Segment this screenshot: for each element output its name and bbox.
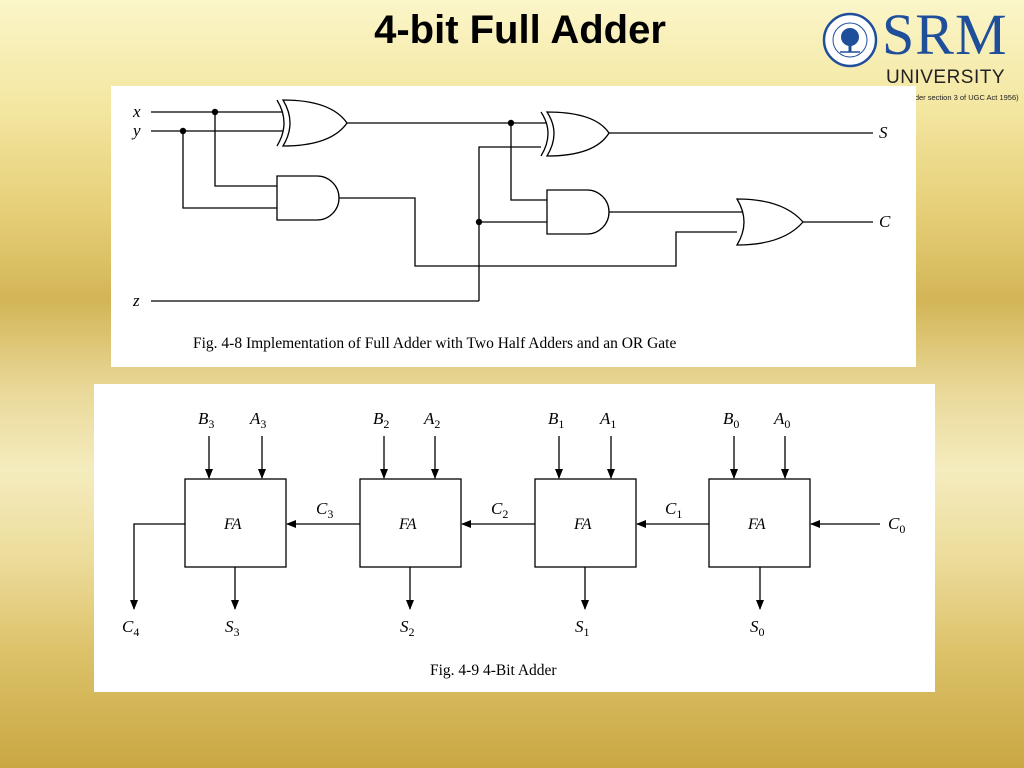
junction-dot [211,108,219,116]
input-label-a1: A1 [599,409,616,431]
fa-label-1: FA [573,516,592,533]
carry-label-c1: C1 [665,499,682,521]
logo-subtitle: UNIVERSITY [886,67,1006,88]
xor2-gate [545,111,610,157]
input-label-b0: B0 [723,409,739,431]
input-label-b1: B1 [548,409,564,431]
output-label-s0: S0 [750,617,765,639]
input-label-a2: A2 [423,409,440,431]
figure2-caption: Fig. 4-9 4-Bit Adder [430,662,557,679]
input-label-b2: B2 [373,409,389,431]
xor2-back-arc [540,111,549,157]
junction-dot [475,218,483,226]
full-adder-circuit-figure: x y z S C Fig. 4-8 Implementation of Ful… [111,86,916,367]
carry-label-c2: C2 [491,499,508,521]
output-label-c: C [879,212,891,231]
output-label-s: S [879,123,888,142]
srm-university-logo: SRM UNIVERSITY (under section 3 of UGC A… [820,6,1024,110]
output-label-s3: S3 [225,617,240,639]
input-label-z: z [132,291,140,310]
slide-title: 4-bit Full Adder [374,8,666,52]
university-seal-icon [822,12,878,68]
output-label-s2: S2 [400,617,415,639]
four-bit-adder-diagram: FA FA FA FA B3 A3 B2 A2 B1 A1 B0 A0 S3 S… [122,409,905,679]
xor1-back-arc [276,99,285,147]
xor1-gate [281,99,348,147]
input-label-b3: B3 [198,409,214,431]
fa-label-3: FA [223,516,242,533]
and2-gate [546,189,610,235]
wire-and1-to-or [339,197,737,267]
output-label-s1: S1 [575,617,590,639]
wire-xor1-to-and2 [510,123,547,201]
fa-label-0: FA [747,516,766,533]
junction-dot [179,127,187,135]
input-label-a3: A3 [249,409,266,431]
carry-label-c4: C4 [122,617,139,639]
fa-label-2: FA [398,516,417,533]
carry-label-c0: C0 [888,514,905,536]
logo-brand: SRM [882,2,1008,67]
logo-note: (under section 3 of UGC Act 1956) [904,93,1019,102]
carry-label-c3: C3 [316,499,333,521]
and1-gate [276,175,340,221]
wire-y-to-and1 [182,131,277,209]
input-label-a0: A0 [773,409,790,431]
input-label-x: x [132,102,141,121]
input-label-y: y [131,121,141,140]
figure1-caption: Fig. 4-8 Implementation of Full Adder wi… [193,335,676,352]
four-bit-adder-figure: FA FA FA FA B3 A3 B2 A2 B1 A1 B0 A0 S3 S… [94,384,935,692]
or-gate [735,198,804,246]
wire-z-to-xor2 [478,146,541,301]
junction-dot [507,119,515,127]
wire-x-to-and1 [214,112,277,187]
full-adder-circuit-diagram: x y z S C Fig. 4-8 Implementation of Ful… [131,99,891,352]
